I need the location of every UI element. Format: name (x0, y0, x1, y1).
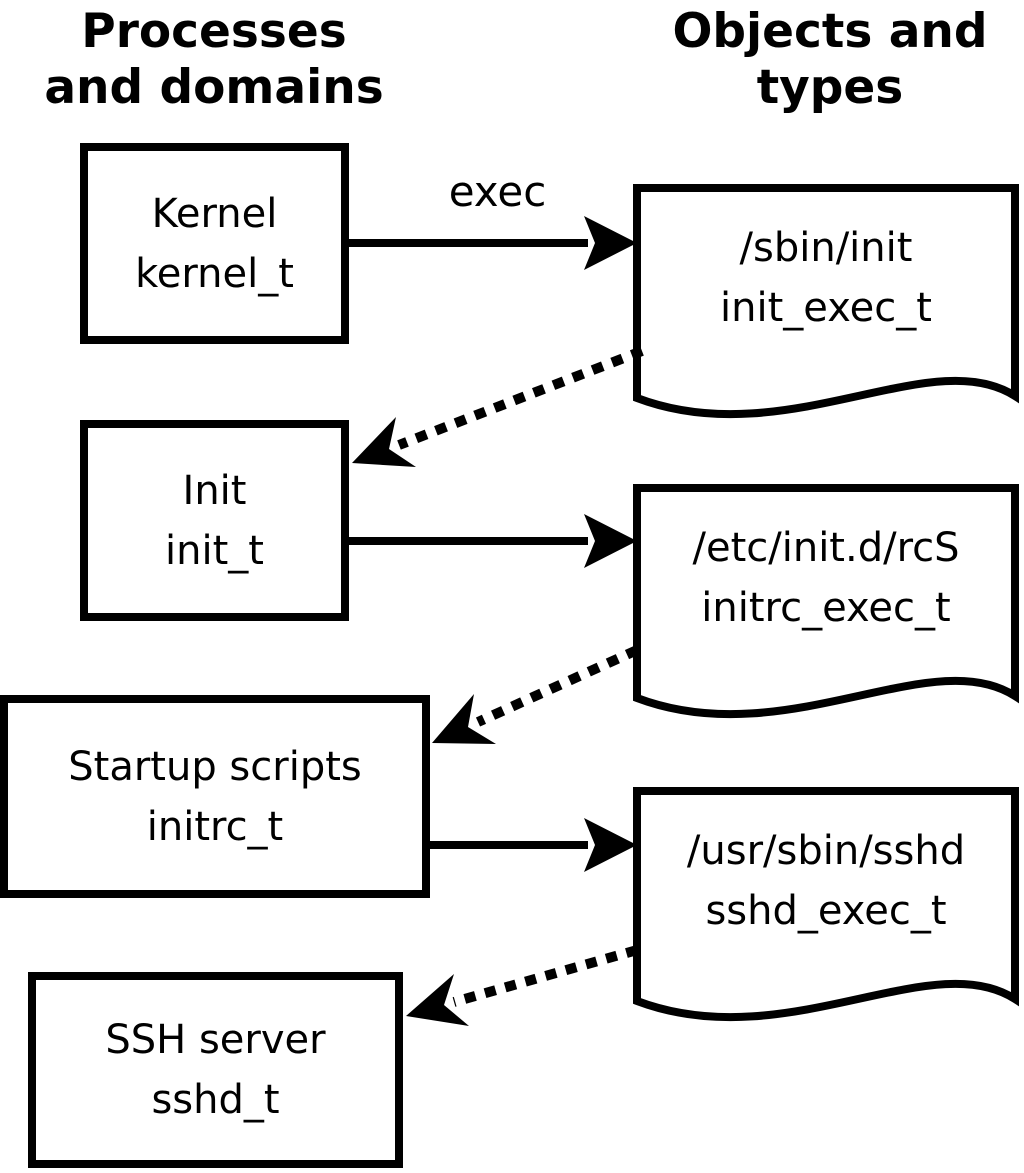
transition-arrow-rcs-to-startup (432, 645, 640, 744)
process-name: Startup scripts (68, 743, 362, 790)
transition-arrow-sshd-to-ssh-server (406, 945, 639, 1026)
left-column-header-line1: Processes (81, 4, 347, 59)
object-type: initrc_exec_t (701, 585, 951, 631)
right-column-header-line2: types (756, 60, 904, 115)
document-shape-etc-initd-rcs (633, 484, 1019, 719)
object-label-usr-sbin-sshd: /usr/sbin/sshd sshd_exec_t (633, 821, 1019, 941)
process-name: SSH server (105, 1017, 326, 1063)
right-column-header: Objects and types (640, 4, 1020, 116)
process-box-ssh-server: SSH server sshd_t (28, 972, 403, 1168)
process-box-kernel: Kernel kernel_t (80, 143, 349, 344)
process-domain: init_t (165, 527, 264, 574)
process-name: Kernel (151, 190, 278, 237)
left-column-header: Processes and domains (24, 4, 404, 116)
transition-arrow-sbin-init-to-init (352, 346, 644, 467)
left-column-header-line2: and domains (44, 60, 384, 115)
object-path: /etc/init.d/rcS (692, 525, 960, 571)
object-label-sbin-init: /sbin/init init_exec_t (633, 218, 1019, 338)
document-shape-sbin-init (633, 184, 1019, 419)
object-type: sshd_exec_t (705, 888, 947, 934)
process-box-init: Init init_t (80, 420, 349, 621)
object-path: /sbin/init (739, 225, 913, 271)
process-box-startup-scripts: Startup scripts initrc_t (0, 695, 430, 898)
process-name: Init (182, 467, 247, 514)
object-type: init_exec_t (720, 285, 932, 331)
exec-arrow-label: exec (448, 167, 547, 216)
right-column-header-line1: Objects and (672, 4, 988, 59)
exec-arrow-init-to-rcs (348, 514, 637, 568)
process-domain: kernel_t (135, 250, 294, 297)
process-domain: sshd_t (151, 1077, 280, 1123)
object-path: /usr/sbin/sshd (686, 828, 966, 874)
exec-arrow-kernel-to-sbin-init (348, 216, 637, 270)
exec-arrow-startup-to-sshd (430, 818, 637, 872)
object-label-etc-initd-rcs: /etc/init.d/rcS initrc_exec_t (633, 518, 1019, 638)
process-domain: initrc_t (146, 803, 284, 850)
document-shape-usr-sbin-sshd (633, 787, 1019, 1022)
